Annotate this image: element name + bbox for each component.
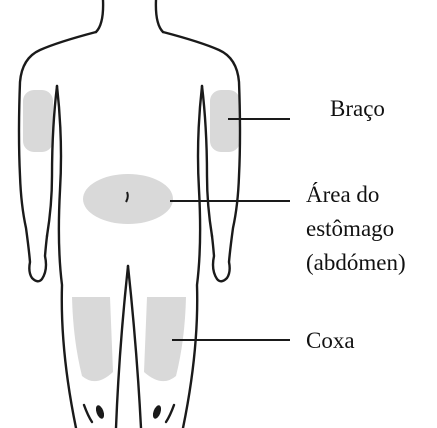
injection-zones — [23, 90, 240, 381]
thigh-label: Coxa — [306, 324, 355, 358]
abdomen-label-line-2: estômago — [306, 212, 406, 246]
abdomen-label: Área do estômago (abdómen) — [306, 178, 406, 280]
abdomen-label-line-3: (abdómen) — [306, 246, 406, 280]
knee-marks — [94, 404, 162, 420]
thigh-label-text: Coxa — [306, 324, 355, 358]
arm-label-text: Braço — [330, 92, 385, 126]
left-arm-zone — [23, 90, 53, 152]
left-thigh-zone — [72, 297, 113, 381]
right-arm-zone — [210, 90, 240, 152]
abdomen-label-line-1: Área do — [306, 178, 406, 212]
arm-label: Braço — [330, 92, 385, 126]
leader-lines — [170, 119, 290, 340]
